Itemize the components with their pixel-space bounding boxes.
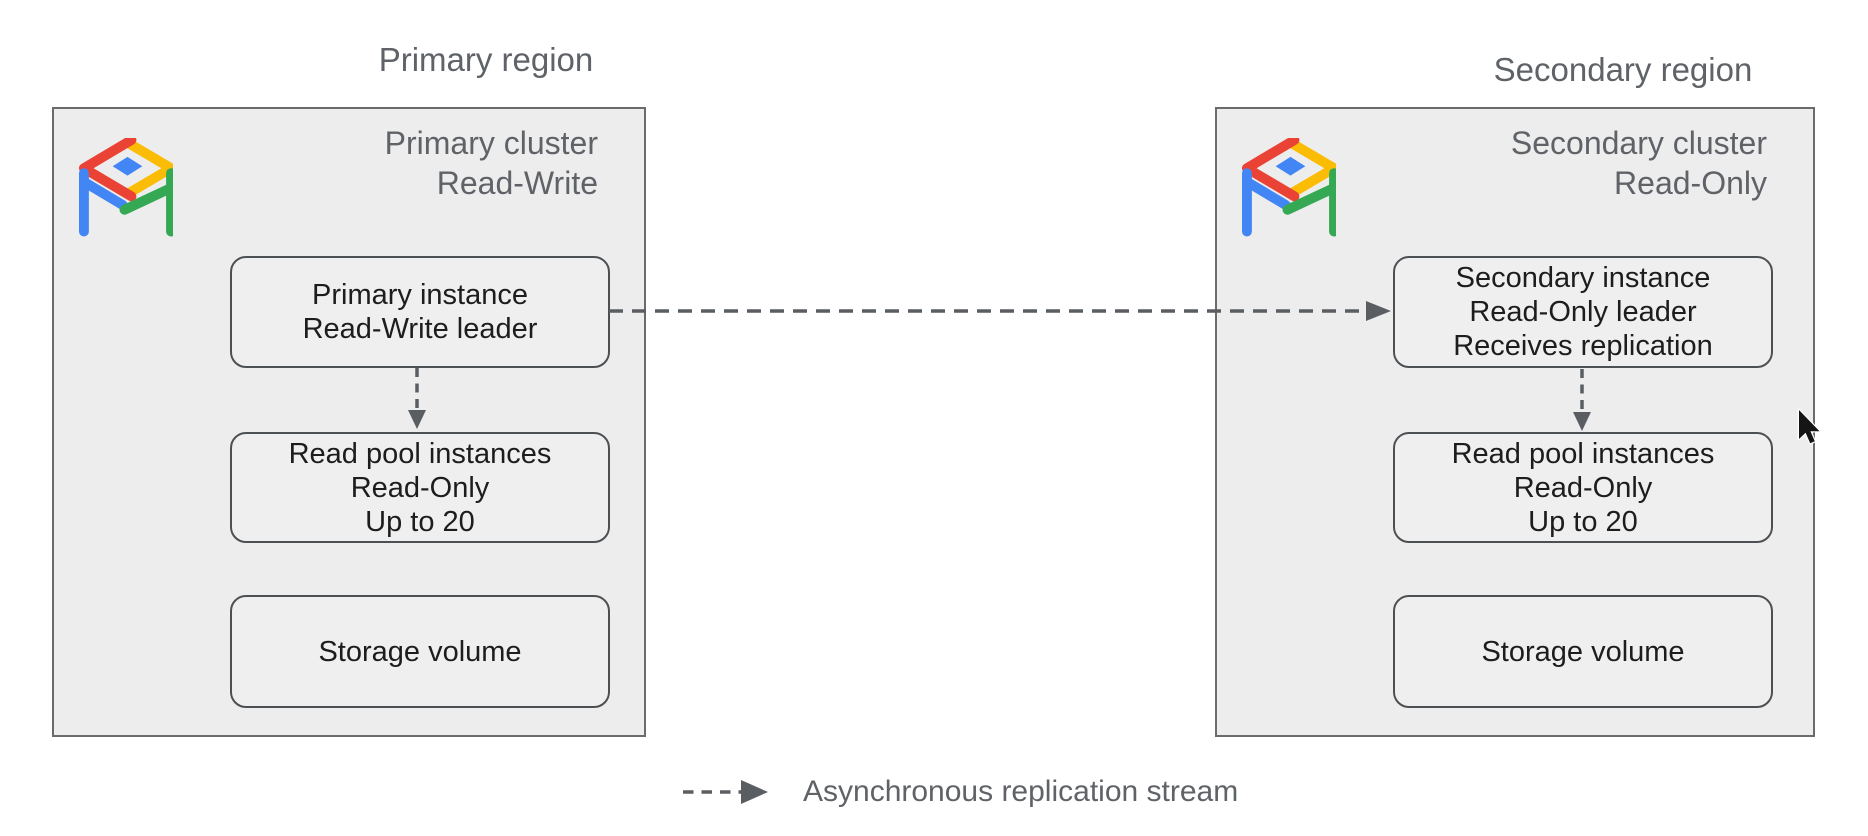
cluster-title-line: Secondary cluster bbox=[1510, 125, 1767, 161]
node-line: Read-Write leader bbox=[302, 313, 538, 345]
node-line: Storage volume bbox=[1481, 635, 1685, 668]
node-line: Up to 20 bbox=[1528, 505, 1638, 538]
primary-cluster-title: Primary cluster Read-Write bbox=[385, 123, 598, 203]
alloydb-icon bbox=[78, 138, 173, 237]
node-line: Read-Only bbox=[1513, 471, 1653, 504]
node-line: Primary instance bbox=[312, 279, 528, 311]
node-line: Receives replication bbox=[1453, 330, 1713, 362]
cluster-title-line: Primary cluster bbox=[384, 125, 598, 161]
primary-region-label: Primary region bbox=[378, 41, 594, 78]
secondary-instance-node: Secondary instance Read-Only leader Rece… bbox=[1393, 256, 1773, 368]
secondary-cluster-title: Secondary cluster Read-Only bbox=[1511, 123, 1767, 203]
legend-label: Asynchronous replication stream bbox=[803, 775, 1239, 808]
node-line: Read pool instances bbox=[288, 437, 552, 470]
cluster-title-line: Read-Only bbox=[1614, 165, 1767, 201]
primary-cluster-box: Primary cluster Read-Write Primary insta… bbox=[52, 107, 646, 737]
secondary-storage-volume-node: Storage volume bbox=[1393, 595, 1773, 708]
secondary-cluster-box: Secondary cluster Read-Only Secondary in… bbox=[1215, 107, 1815, 737]
node-line: Read-Only leader bbox=[1469, 296, 1697, 328]
node-line: Read pool instances bbox=[1451, 437, 1715, 470]
node-line: Secondary instance bbox=[1455, 262, 1711, 294]
primary-storage-volume-node: Storage volume bbox=[230, 595, 610, 708]
node-line: Storage volume bbox=[318, 635, 522, 668]
alloydb-icon bbox=[1241, 138, 1336, 237]
primary-instance-node: Primary instance Read-Write leader bbox=[230, 256, 610, 368]
node-line: Read-Only bbox=[350, 471, 490, 504]
cluster-title-line: Read-Write bbox=[436, 165, 598, 201]
secondary-read-pool-node: Read pool instances Read-Only Up to 20 bbox=[1393, 432, 1773, 543]
primary-read-pool-node: Read pool instances Read-Only Up to 20 bbox=[230, 432, 610, 543]
secondary-region-label: Secondary region bbox=[1493, 51, 1753, 88]
node-line: Up to 20 bbox=[365, 505, 475, 538]
legend-arrow-sample bbox=[683, 780, 768, 804]
